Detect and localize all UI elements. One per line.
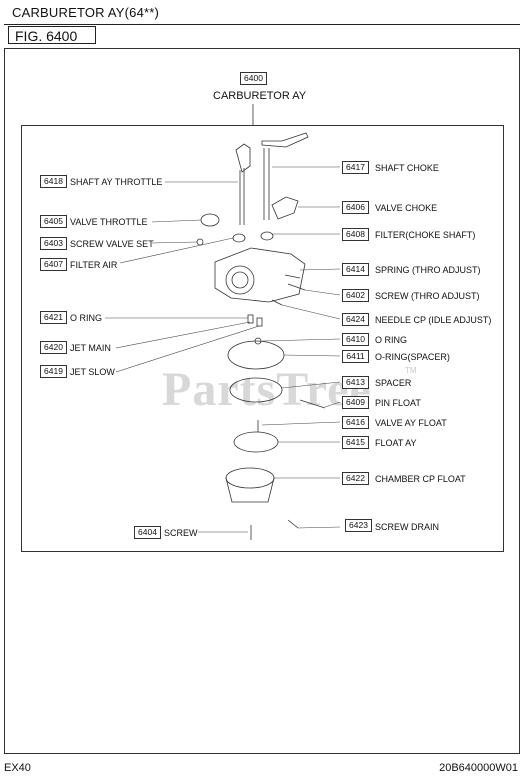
part-label: SCREW VALVE SET bbox=[70, 239, 154, 249]
part-code[interactable]: 6405 bbox=[40, 215, 67, 228]
part-label: PIN FLOAT bbox=[375, 398, 421, 408]
part-code[interactable]: 6414 bbox=[342, 263, 369, 276]
part-code[interactable]: 6419 bbox=[40, 365, 67, 378]
part-code[interactable]: 6417 bbox=[342, 161, 369, 174]
part-code[interactable]: 6424 bbox=[342, 313, 369, 326]
part-code[interactable]: 6421 bbox=[40, 311, 67, 324]
part-code[interactable]: 6407 bbox=[40, 258, 67, 271]
figure-number: FIG. 6400 bbox=[8, 26, 96, 44]
part-label: JET MAIN bbox=[70, 343, 111, 353]
part-code[interactable]: 6416 bbox=[342, 416, 369, 429]
part-label: SCREW (THRO ADJUST) bbox=[375, 291, 480, 301]
diagram-title: CARBURETOR AY(64**) bbox=[12, 5, 160, 20]
part-label: O RING bbox=[375, 335, 408, 345]
part-label: VALVE THROTTLE bbox=[70, 217, 148, 227]
part-label: SHAFT CHOKE bbox=[375, 163, 439, 173]
assembly-label: CARBURETOR AY bbox=[213, 90, 307, 102]
part-code[interactable]: 6415 bbox=[342, 436, 369, 449]
part-label: CHAMBER CP FLOAT bbox=[375, 474, 466, 484]
assembly-code[interactable]: 6400 bbox=[240, 72, 267, 85]
part-code[interactable]: 6408 bbox=[342, 228, 369, 241]
part-code[interactable]: 6403 bbox=[40, 237, 67, 250]
outer-frame bbox=[4, 48, 520, 754]
part-code[interactable]: 6413 bbox=[342, 376, 369, 389]
part-label: SPACER bbox=[375, 378, 412, 388]
part-label: NEEDLE CP (IDLE ADJUST) bbox=[375, 315, 492, 325]
part-label: O RING bbox=[70, 313, 103, 323]
part-label: JET SLOW bbox=[70, 367, 115, 377]
part-label: SCREW bbox=[164, 528, 198, 538]
part-label: O-RING(SPACER) bbox=[375, 352, 450, 362]
part-code[interactable]: 6402 bbox=[342, 289, 369, 302]
part-code[interactable]: 6418 bbox=[40, 175, 67, 188]
part-code[interactable]: 6410 bbox=[342, 333, 369, 346]
watermark-tm: TM bbox=[405, 366, 417, 375]
part-code[interactable]: 6420 bbox=[40, 341, 67, 354]
part-code[interactable]: 6423 bbox=[345, 519, 372, 532]
part-code[interactable]: 6411 bbox=[342, 350, 369, 363]
model-number: EX40 bbox=[4, 762, 31, 774]
part-label: SPRING (THRO ADJUST) bbox=[375, 265, 481, 275]
header-divider bbox=[4, 24, 520, 25]
watermark: PartsTree bbox=[162, 363, 372, 416]
part-code[interactable]: 6409 bbox=[342, 396, 369, 409]
part-code[interactable]: 6404 bbox=[134, 526, 161, 539]
document-number: 20B640000W01 bbox=[439, 762, 518, 774]
part-label: FILTER AIR bbox=[70, 260, 118, 270]
part-code[interactable]: 6406 bbox=[342, 201, 369, 214]
part-label: FILTER(CHOKE SHAFT) bbox=[375, 230, 476, 240]
diagram-frame bbox=[21, 125, 504, 552]
part-label: FLOAT AY bbox=[375, 438, 417, 448]
part-label: VALVE CHOKE bbox=[375, 203, 438, 213]
part-label: SHAFT AY THROTTLE bbox=[70, 177, 163, 187]
part-code[interactable]: 6422 bbox=[342, 472, 369, 485]
part-label: VALVE AY FLOAT bbox=[375, 418, 447, 428]
part-label: SCREW DRAIN bbox=[375, 522, 440, 532]
